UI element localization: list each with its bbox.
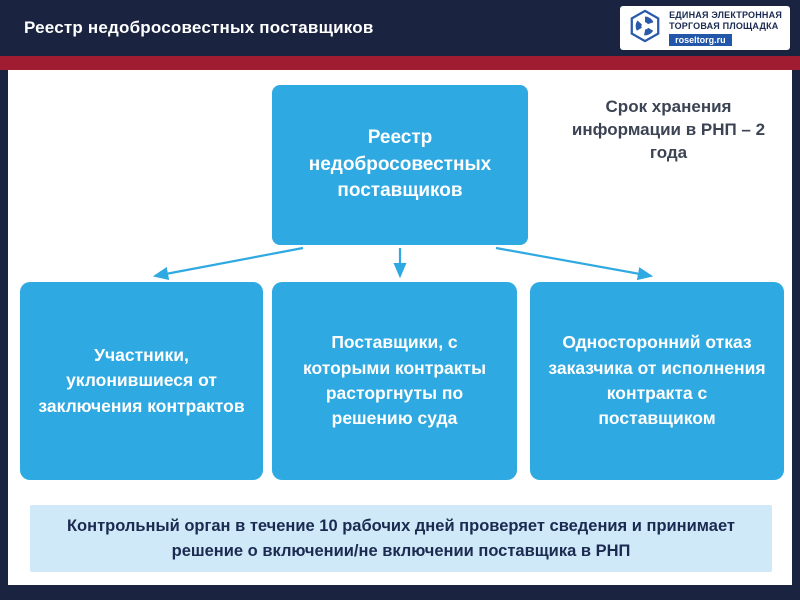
roseltorg-logo-text: Единая электронная торговая площадка ros… bbox=[669, 10, 782, 46]
content-panel: Реестр недобросовестных поставщиков Срок… bbox=[8, 70, 792, 585]
accent-stripe bbox=[0, 56, 800, 70]
footer-note-label: Контрольный орган в течение 10 рабочих д… bbox=[66, 516, 735, 560]
roseltorg-logo-icon bbox=[628, 9, 662, 48]
logo-line-1: Единая электронная bbox=[669, 10, 782, 21]
child-node-2-label: Поставщики, с которыми контракты расторг… bbox=[302, 332, 487, 429]
footer-note: Контрольный орган в течение 10 рабочих д… bbox=[30, 505, 772, 572]
retention-note: Срок хранения информации в РНП – 2 года bbox=[571, 97, 766, 162]
root-node: Реестр недобросовестных поставщиков bbox=[272, 85, 528, 245]
connector-arrows bbox=[152, 246, 654, 281]
page-title: Реестр недобросовестных поставщиков bbox=[24, 18, 374, 37]
logo-badge: roseltorg.ru bbox=[669, 33, 732, 46]
child-node-1: Участники, уклонившиеся от заключения ко… bbox=[20, 282, 263, 480]
root-node-label: Реестр недобросовестных поставщиков bbox=[308, 127, 492, 202]
child-node-3: Односторонний отказ заказчика от исполне… bbox=[530, 282, 784, 480]
header: Реестр недобросовестных поставщиков Един… bbox=[0, 0, 800, 56]
child-node-2: Поставщики, с которыми контракты расторг… bbox=[272, 282, 517, 480]
child-node-3-label: Односторонний отказ заказчика от исполне… bbox=[548, 332, 766, 429]
logo-line-2: торговая площадка bbox=[669, 21, 779, 31]
roseltorg-logo: Единая электронная торговая площадка ros… bbox=[620, 6, 790, 50]
child-node-1-label: Участники, уклонившиеся от заключения ко… bbox=[38, 344, 245, 416]
